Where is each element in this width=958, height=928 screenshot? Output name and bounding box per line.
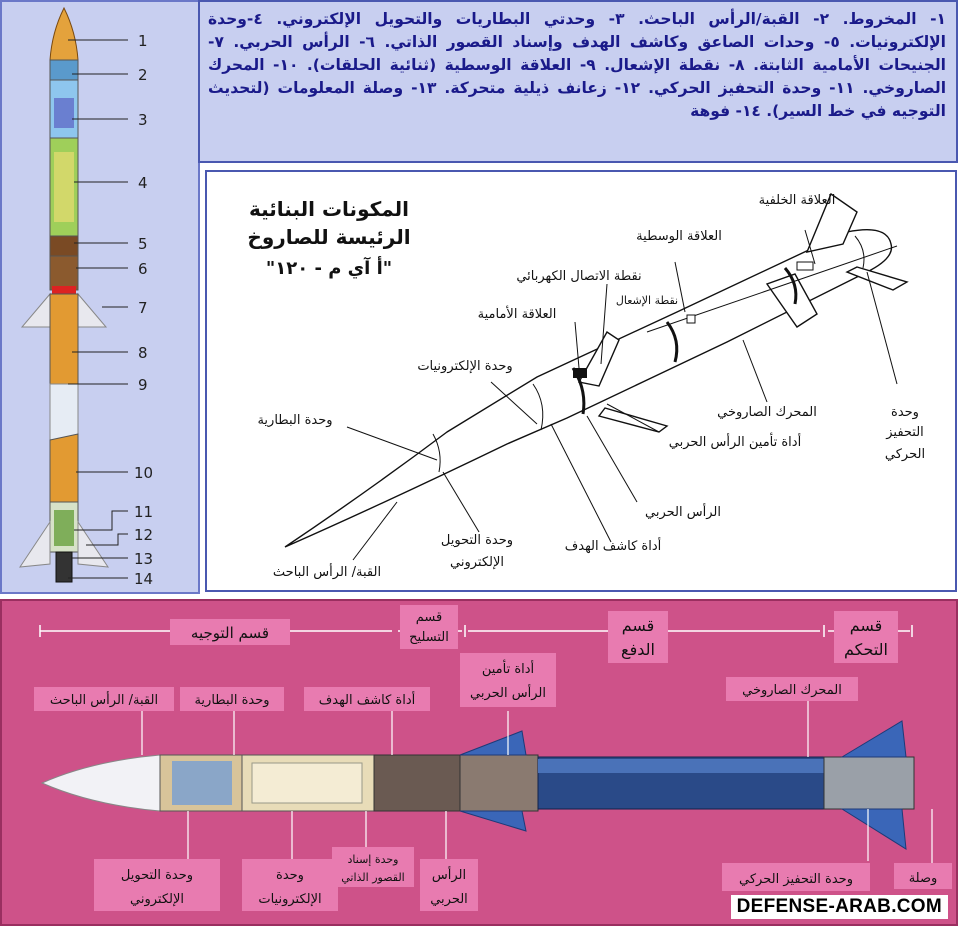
photo-label-converter-1: وحدة التحويل — [121, 868, 193, 883]
side-number-1: 1 — [138, 32, 148, 50]
title-line-3: "أ آي م - ١٢٠" — [266, 256, 392, 279]
photo-tail-fin-bottom — [842, 809, 906, 849]
label-front-hanger: العلاقة الأمامية — [478, 305, 557, 322]
photo-label-dome: القبة/ الرأس الباحث — [50, 691, 158, 708]
side-number-5: 5 — [138, 235, 148, 253]
label-umbilical: نقطة الاتصال الكهربائي — [516, 269, 641, 284]
warhead-band — [52, 286, 76, 294]
photo-front-fin-top — [460, 731, 526, 755]
side-number-11: 11 — [134, 503, 153, 521]
label-dome: القبة/ الرأس الباحث — [273, 563, 381, 580]
photo-electronics-detail — [252, 763, 362, 803]
photo-front-fin-bottom — [460, 811, 526, 831]
side-number-7: 7 — [138, 299, 148, 317]
photo-label-warhead-2: الحربي — [430, 892, 468, 907]
title-line-1: المكونات البنائية — [249, 197, 409, 221]
side-number-14: 14 — [134, 570, 153, 588]
diagram-title: المكونات البنائية الرئيسة للصاروخ "أ آي … — [247, 197, 410, 279]
label-mid-hanger: العلاقة الوسطية — [636, 229, 722, 244]
front-wing-side — [599, 408, 667, 432]
side-number-8: 8 — [138, 344, 148, 362]
mid-body — [50, 384, 78, 440]
side-number-9: 9 — [138, 376, 148, 394]
rocket-motor — [50, 434, 78, 502]
label-target-detector: أداة كاشف الهدف — [565, 537, 661, 554]
section-armament-2: التسليح — [409, 630, 449, 645]
photo-label-warhead-1: الرأس — [432, 866, 466, 883]
photo-label-arming-2: الرأس الحربي — [470, 684, 546, 701]
side-number-10: 10 — [134, 464, 153, 482]
ignition-mark — [687, 315, 695, 323]
tail-fin-side — [847, 267, 907, 290]
watermark: DEFENSE-ARAB.COM — [731, 895, 948, 919]
photo-cutaway-panel: قسم التوجيه قسم التسليح قسم الدفع قسم ال… — [0, 599, 958, 926]
label-arming-device: أداة تأمين الرأس الحربي — [669, 432, 801, 450]
photo-dome — [42, 755, 160, 811]
photo-label-electronics-1: وحدة — [276, 868, 304, 883]
label-actuator-1: وحدة — [891, 405, 919, 420]
side-number-labels: 1 2 3 4 5 6 7 8 9 10 11 12 13 14 — [134, 32, 153, 588]
section-control-1: قسم — [850, 616, 883, 635]
section-guidance: قسم التوجيه — [191, 624, 269, 642]
battery-detail — [54, 98, 74, 128]
actuator-detail — [54, 510, 74, 546]
vertical-cutaway-panel: 1 2 3 4 5 6 7 8 9 10 11 12 13 14 — [0, 0, 200, 594]
label-battery: وحدة البطارية — [257, 413, 332, 428]
front-wing-right — [78, 294, 106, 327]
fuze-section — [50, 236, 78, 256]
label-electronics: وحدة الإلكترونيات — [417, 359, 512, 374]
label-actuator-2: التحفيز — [885, 425, 924, 440]
label-warhead: الرأس الحربي — [645, 503, 721, 520]
warhead-section — [50, 256, 78, 290]
front-wing-left — [22, 294, 50, 327]
electronics-detail — [54, 152, 74, 222]
line-drawing-diagram: المكونات البنائية الرئيسة للصاروخ "أ آي … — [207, 172, 955, 590]
photo-arming — [460, 755, 538, 811]
vertical-missile-cutaway: 1 2 3 4 5 6 7 8 9 10 11 12 13 14 — [2, 2, 198, 592]
label-converter-2: الإلكتروني — [450, 555, 504, 570]
photo-tail-fin-top — [842, 721, 906, 757]
front-hanger-mark — [573, 368, 587, 378]
legend-panel: ١- المخروط. ٢- القبة/الرأس الباحث. ٣- وح… — [198, 0, 958, 163]
photo-missile — [42, 721, 914, 849]
rear-hanger-mark — [797, 262, 813, 270]
label-actuator-3: الحركي — [885, 447, 925, 462]
photo-label-electronics-2: الإلكترونيات — [258, 892, 321, 907]
photo-motor-shine — [538, 759, 824, 773]
photo-cutaway-diagram: قسم التوجيه قسم التسليح قسم الدفع قسم ال… — [2, 601, 956, 924]
title-line-2: الرئيسة للصاروخ — [247, 225, 410, 249]
label-rear-hanger: العلاقة الخلفية — [759, 193, 836, 208]
photo-label-arming-1: أداة تأمين — [482, 659, 534, 677]
photo-label-ins-1: وحدة إسناد — [348, 853, 399, 866]
photo-actuator — [824, 757, 914, 809]
photo-seeker-detail — [172, 761, 232, 805]
section-propulsion-2: الدفع — [621, 640, 655, 660]
legend-text: ١- المخروط. ٢- القبة/الرأس الباحث. ٣- وح… — [208, 8, 946, 123]
photo-label-battery: وحدة البطارية — [194, 693, 269, 708]
side-number-13: 13 — [134, 550, 153, 568]
photo-label-converter-2: الإلكتروني — [130, 892, 184, 907]
side-number-4: 4 — [138, 174, 148, 192]
photo-label-motor: المحرك الصاروخي — [742, 683, 842, 698]
side-number-6: 6 — [138, 260, 148, 278]
photo-label-link: وصلة — [909, 871, 938, 886]
section-control-2: التحكم — [844, 640, 888, 659]
nose-cone — [50, 8, 78, 60]
line-drawing-panel: المكونات البنائية الرئيسة للصاروخ "أ آي … — [205, 170, 957, 592]
photo-label-actuator: وحدة التحفيز الحركي — [739, 872, 853, 887]
section-propulsion-1: قسم — [622, 616, 655, 635]
label-ignition: نقطة الإشعال — [616, 294, 678, 307]
photo-warhead — [374, 755, 460, 811]
side-number-12: 12 — [134, 526, 153, 544]
seeker-section — [50, 60, 78, 80]
photo-label-ins-2: القصور الذاتي — [341, 871, 404, 884]
motor-forward — [50, 294, 78, 384]
photo-label-target-detector: أداة كاشف الهدف — [319, 691, 415, 708]
side-number-2: 2 — [138, 66, 148, 84]
label-converter-1: وحدة التحويل — [441, 533, 513, 548]
side-number-3: 3 — [138, 111, 148, 129]
section-armament-1: قسم — [416, 610, 442, 625]
tail-fin-left — [20, 522, 50, 567]
label-rocket-motor: المحرك الصاروخي — [717, 405, 817, 420]
